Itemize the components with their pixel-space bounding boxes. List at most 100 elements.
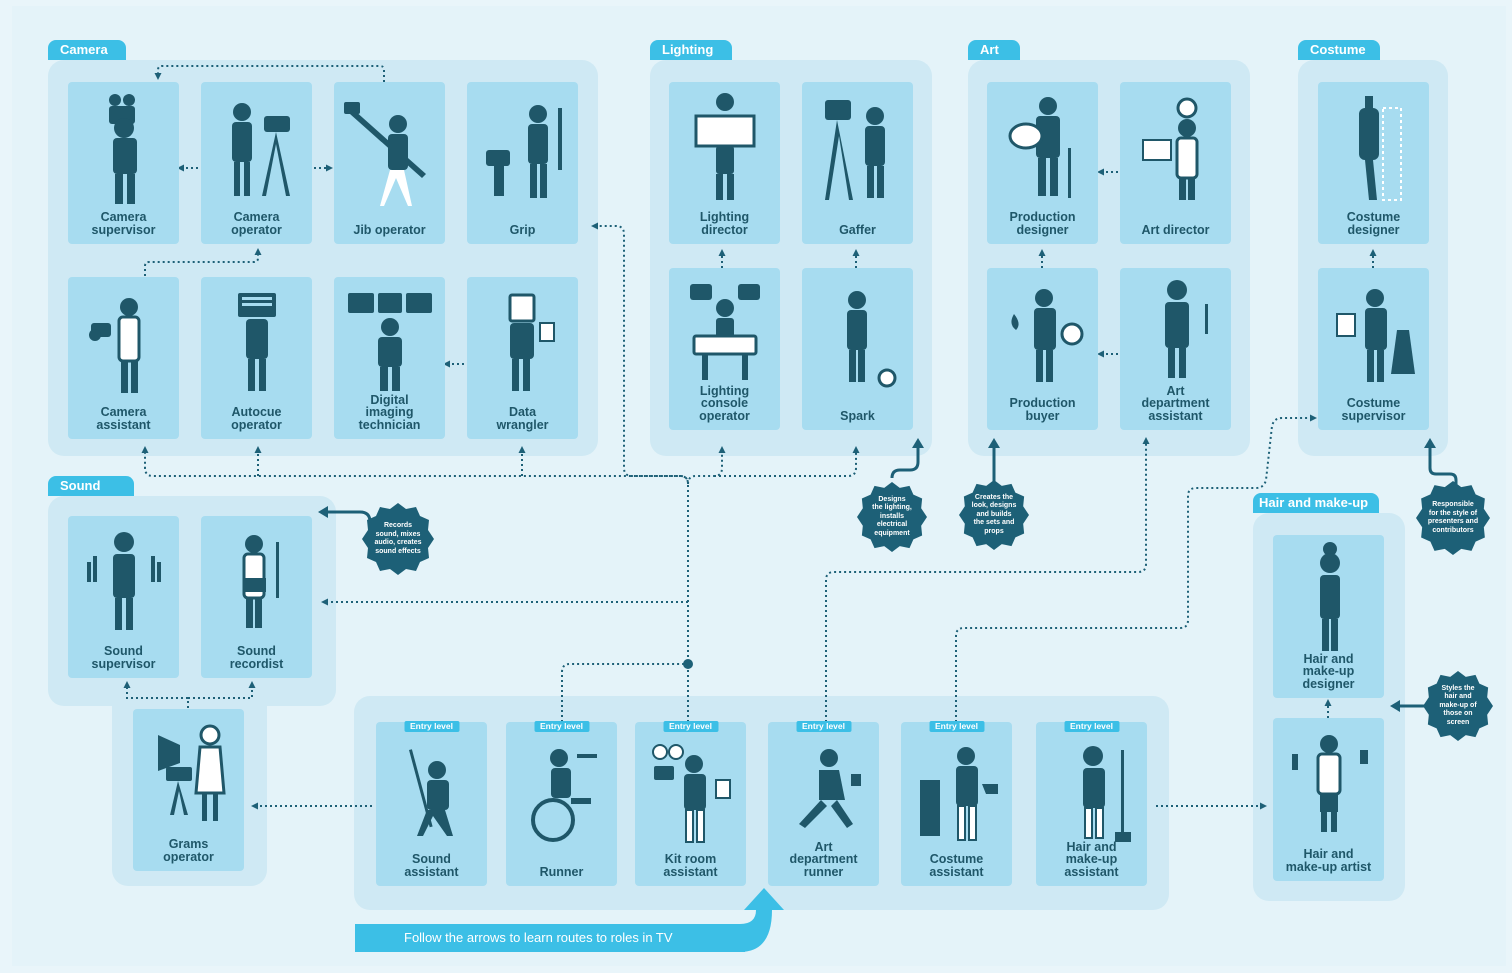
role-label: Spark [840,408,875,423]
sound-tab: Sound [48,476,134,496]
hmu-artist-card[interactable]: Hair and make-up artist [1273,718,1384,881]
lighting-note-badge: Designs the lighting, installs electrica… [857,482,927,552]
camera-operator-card[interactable]: Camera operator [201,82,312,244]
dress-form-icon [1318,88,1429,208]
hair-makeup-tab: Hair and make-up [1253,493,1379,513]
entry-level-tag: Entry level [1064,721,1119,732]
lighting-plan-icon [669,88,780,208]
camera-supervisor-card[interactable]: Camera supervisor [68,82,179,244]
camera-tab: Camera [48,40,126,60]
kit-equipment-icon [635,740,746,860]
sound-assistant-card[interactable]: Entry level Sound assistant [376,721,487,886]
lightbulb-idea-icon [1120,88,1231,208]
kit-room-assistant-card[interactable]: Entry level Kit room assistant [635,721,746,886]
sound-supervisor-card[interactable]: Sound supervisor [68,516,179,678]
badge-text: Responsible for the style of presenters … [1427,501,1479,534]
clipboard-dress-icon [1318,274,1429,394]
camera-tripod-icon [201,88,312,208]
sound-recordist-card[interactable]: Sound recordist [201,516,312,678]
role-label: Data wrangler [496,405,549,432]
jib-operator-card[interactable]: Jib operator [334,82,445,244]
role-label: Sound recordist [229,644,284,671]
costume-designer-card[interactable]: Costume designer [1318,82,1429,244]
money-bag-icon [987,274,1098,394]
art-dept-assistant-card[interactable]: Art department assistant [1120,268,1231,430]
role-label: Costume supervisor [1341,396,1406,423]
entry-level-tag: Entry level [796,721,851,732]
role-label: Costume assistant [929,852,984,879]
hmu-designer-card[interactable]: Hair and make-up designer [1273,535,1384,698]
broom-icon [1036,740,1147,860]
role-label: Gaffer [839,222,876,237]
costume-note-badge: Responsible for the style of presenters … [1416,481,1490,555]
art-assistant-icon [1120,274,1231,394]
costume-assistant-card[interactable]: Entry level Costume assistant [901,721,1012,886]
production-buyer-card[interactable]: Production buyer [987,268,1098,430]
data-wrangler-card[interactable]: Data wrangler [467,277,578,439]
grip-card[interactable]: Grip [467,82,578,244]
routes-banner: Follow the arrows to learn routes to rol… [355,924,745,952]
badge-text: Designs the lighting, installs electrica… [872,495,912,537]
spark-electrician-icon [802,274,913,394]
art-tab: Art [968,40,1020,60]
running-person-icon [768,740,879,860]
data-wrangler-icon [467,283,578,403]
role-label: Art department runner [789,839,858,879]
hmu-assistant-card[interactable]: Entry level Hair and make-up assistant [1036,721,1147,886]
production-designer-card[interactable]: Production designer [987,82,1098,244]
role-label: Sound assistant [404,852,459,879]
runner-card[interactable]: Entry level Runner [506,721,617,886]
spark-card[interactable]: Spark [802,268,913,430]
entry-level-tag: Entry level [404,721,459,732]
role-label: Grams operator [163,837,214,864]
costume-supervisor-card[interactable]: Costume supervisor [1318,268,1429,430]
camera-supervisor-icon [68,88,179,208]
lighting-console-icon [669,274,780,394]
sound-note-badge: Records sound, mixes audio, creates soun… [362,503,434,575]
entry-level-tag: Entry level [663,721,718,732]
role-label: Runner [539,864,584,879]
role-label: Digital imaging technician [358,392,421,432]
entry-level-panel [354,696,1169,910]
role-label: Jib operator [353,222,426,237]
entry-level-tag: Entry level [534,721,589,732]
role-label: Hair and make-up designer [1302,651,1355,691]
lighting-director-card[interactable]: Lighting director [669,82,780,244]
autocue-operator-card[interactable]: Autocue operator [201,277,312,439]
microphone-icon [201,522,312,642]
role-label: Camera assistant [96,405,151,432]
hair-designer-icon [1273,541,1384,661]
iron-trousers-icon [901,740,1012,860]
autocue-icon [201,283,312,403]
camera-assistant-card[interactable]: Camera assistant [68,277,179,439]
art-note-badge: Creates the look, designs and builds the… [959,480,1029,550]
dit-card[interactable]: Digital imaging technician [334,277,445,439]
role-label: Costume designer [1346,210,1401,237]
badge-text: Creates the look, designs and builds the… [971,493,1017,535]
lighting-console-card[interactable]: Lighting console operator [669,268,780,430]
role-label: Hair and make-up artist [1285,847,1372,874]
boom-mic-icon [376,740,487,860]
gaffer-light-icon [802,88,913,208]
role-label: Lighting director [699,210,750,237]
role-label: Autocue operator [231,405,282,432]
headphones-icon [68,522,179,642]
role-label: Kit room assistant [663,852,718,879]
gaffer-card[interactable]: Gaffer [802,82,913,244]
role-label: Sound supervisor [91,644,156,671]
palette-icon [987,88,1098,208]
role-label: Lighting console operator [699,383,750,423]
hair-artist-icon [1273,724,1384,844]
role-label: Grip [509,222,536,237]
role-label: Art director [1141,222,1210,237]
badge-text: Records sound, mixes audio, creates soun… [374,522,422,555]
wheelchair-icon [506,740,617,860]
camera-assistant-icon [68,283,179,403]
grams-operator-card[interactable]: Grams operator [133,709,244,871]
art-director-card[interactable]: Art director [1120,82,1231,244]
hair-note-badge: Styles the hair and make-up of those on … [1423,671,1493,741]
art-dept-runner-card[interactable]: Entry level Art department runner [768,721,879,886]
role-label: Camera supervisor [91,210,156,237]
monitors-icon [334,283,445,403]
